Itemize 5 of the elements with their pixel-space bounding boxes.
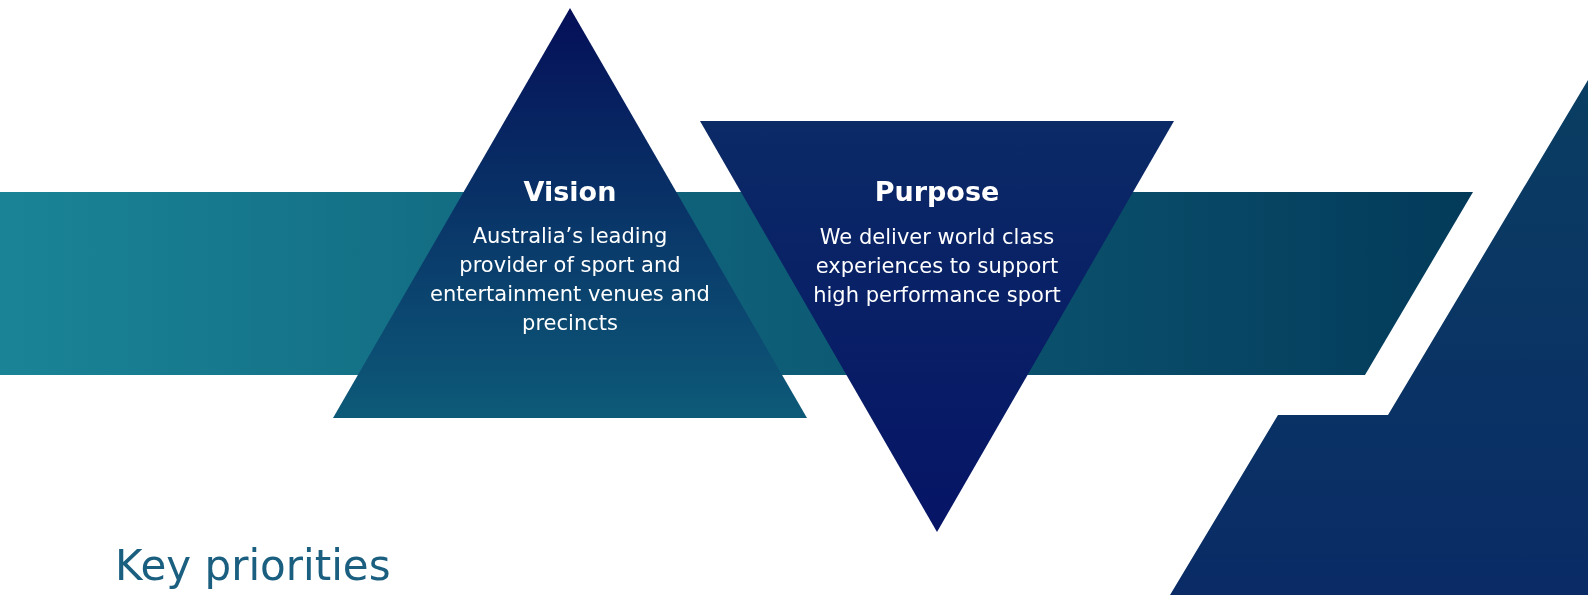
panel-text: Australia’s leading provider of sport and entertainment venues and precincts xyxy=(429,223,711,337)
panel-text: We deliver world class experiences to support high performance sport xyxy=(812,224,1062,309)
section-heading: Key priorities xyxy=(115,544,391,588)
panel-heading: Vision xyxy=(522,176,618,207)
panel-heading: Purpose xyxy=(873,176,1001,207)
